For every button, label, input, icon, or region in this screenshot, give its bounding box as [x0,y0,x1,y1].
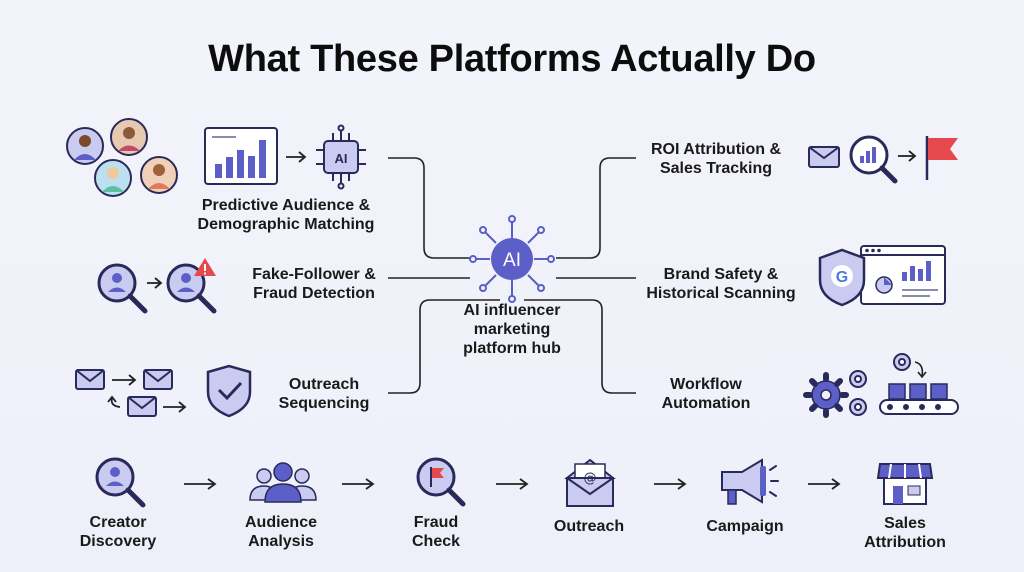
flow-step-fraud-check: Fraud Check [411,514,461,550]
connector-outreach [388,299,500,394]
flow-arrow-icon [342,478,375,490]
flow-step-outreach: Outreach [553,518,625,535]
gear-icon [803,372,849,418]
flow-step-audience-analysis: Audience Analysis [244,514,317,550]
avatar-icon [110,118,148,156]
hub-label: AI influencer marketing platform hub [463,302,561,357]
people-group-icon [249,462,317,503]
ai-chip-icon [316,124,366,190]
storefront-icon [876,463,934,505]
arrow-right-icon [163,401,187,413]
flow-arrow-icon [654,478,687,490]
page-title: What These Platforms Actually Do [208,38,816,80]
flow-arrow-icon [808,478,841,490]
connector-roi [556,157,636,259]
feature-workflow-label: Workflow Automation [661,376,751,412]
avatar-icon [140,156,178,194]
envelope-icon [143,369,173,390]
magnifier-flag-icon [416,457,466,507]
arrow-right-icon [147,277,163,289]
magnifier-person-icon [95,457,146,508]
shield-g-letter: G [836,269,848,286]
envelope-icon [127,396,157,417]
conveyor-boxes-icon [879,383,959,415]
magnifier-chart-icon [849,135,898,184]
flow-arrow-icon [496,478,529,490]
avatar-icon [66,127,104,165]
feature-brand-label: Brand Safety & Historical Scanning [646,266,796,302]
avatar-group-icon [66,118,178,197]
magnifier-warning-icon [166,258,217,314]
hub-ai-text: AI [503,250,521,271]
feature-predictive-label: Predictive Audience & Demographic Matchi… [197,197,375,233]
chip-ai-text: AI [335,151,348,166]
arrow-right-icon [286,151,307,163]
shield-google-icon [818,248,866,307]
megaphone-icon [721,458,779,505]
connector-predictive [388,157,470,259]
feature-fraud-label: Fake-Follower & Fraud Detection [252,266,376,302]
ai-chip-icon [469,215,555,303]
arrow-right-icon [112,374,137,386]
refresh-arrow-icon [914,361,927,379]
connector-workflow [524,299,636,394]
envelope-icon [808,146,840,168]
feature-outreach-label: Outreach Sequencing [278,376,370,412]
flow-arrow-icon [184,478,217,490]
bar-chart-icon [204,127,278,185]
shield-check-icon [206,364,252,418]
flow-step-sales-attribution: Sales Attribution [864,515,946,551]
avatar-icon [94,159,132,197]
return-arrow-icon [107,395,121,408]
browser-dashboard-icon [860,245,946,305]
gear-icon [849,353,911,416]
flag-icon [925,136,958,180]
flow-step-campaign: Campaign [706,518,784,535]
at-symbol-icon: @ [584,471,597,486]
flow-step-creator-discovery: Creator Discovery [79,514,157,550]
envelope-at-icon [564,458,616,507]
magnifier-person-icon [97,263,148,314]
envelope-icon [75,369,105,390]
arrow-right-icon [898,150,917,162]
feature-roi-label: ROI Attribution & Sales Tracking [650,141,782,177]
